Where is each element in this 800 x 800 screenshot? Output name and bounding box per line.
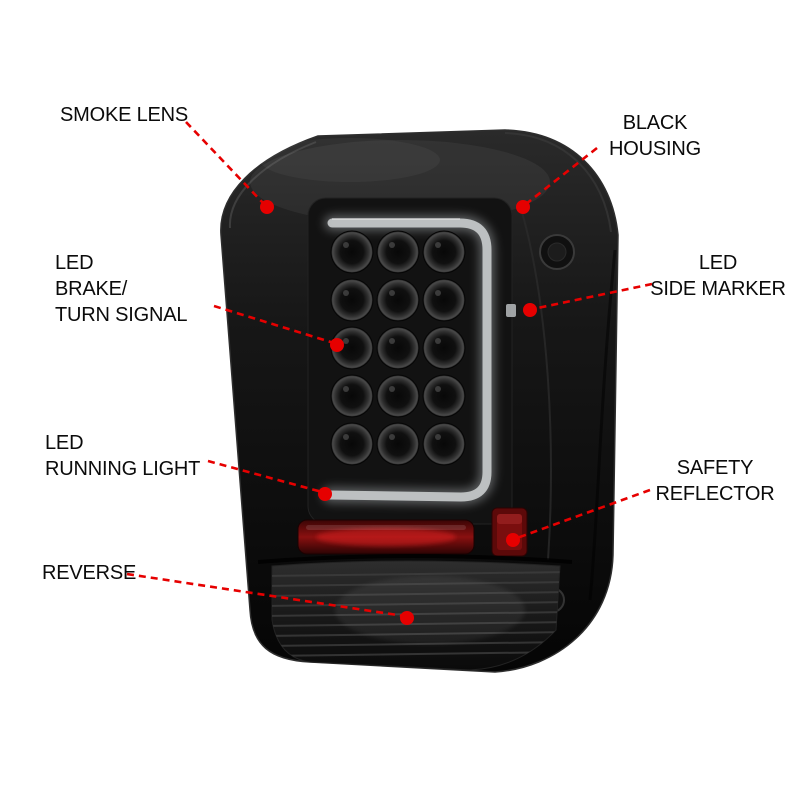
body-groove (257, 554, 573, 564)
dot-black-housing (516, 200, 530, 214)
label-black-housing: BLACK HOUSING (609, 112, 701, 160)
dot-led-brake (330, 338, 344, 352)
leader-led-running (207, 459, 323, 494)
led-grid (330, 230, 466, 466)
dot-smoke-lens (260, 200, 274, 214)
red-reflector-strip (297, 519, 475, 555)
dot-safety-reflector (506, 533, 520, 547)
dot-led-running (318, 487, 332, 501)
label-led-brake-turn-signal: LED BRAKE/ TURN SIGNAL (55, 252, 188, 326)
label-reverse: REVERSE (42, 562, 137, 584)
dot-reverse (400, 611, 414, 625)
reverse-light (271, 560, 561, 671)
leader-black-housing (525, 146, 598, 206)
leader-led-side-marker (532, 282, 653, 311)
dot-led-side-marker (523, 303, 537, 317)
label-led-running-light: LED RUNNING LIGHT (45, 432, 201, 480)
leader-lines (126, 121, 653, 618)
label-smoke-lens: SMOKE LENS (60, 104, 189, 126)
leader-dots (260, 200, 537, 625)
side-marker-light (506, 304, 516, 317)
screw-cap-top (539, 234, 575, 270)
leader-led-brake (213, 304, 335, 345)
safety-reflector (491, 507, 528, 557)
light-bar (325, 218, 492, 502)
label-safety-reflector: SAFETY REFLECTOR (655, 457, 775, 505)
label-led-side-marker: LED SIDE MARKER (650, 252, 786, 300)
leader-smoke-lens (185, 121, 265, 205)
leader-reverse (126, 572, 405, 618)
